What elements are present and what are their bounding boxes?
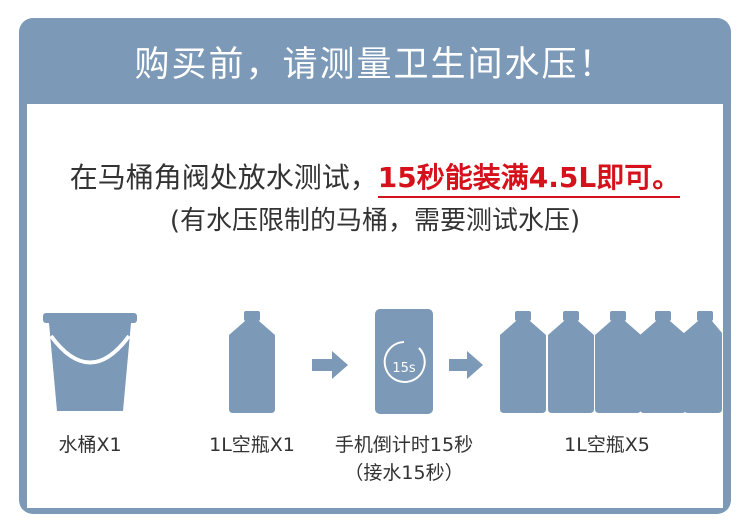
bottle-icon [595,311,641,413]
instruction-note: (有水压限制的马桶，需要测试水压) [169,206,581,236]
instruction-line: 在马桶角阀处放水测试，15秒能装满4.5L即可。 [27,156,723,198]
bottles-label: 1L空瓶X5 [564,434,650,456]
instruction-text: 在马桶角阀处放水测试， [69,161,378,194]
bucket-label: 水桶X1 [58,434,122,456]
bottle-icon [500,311,546,413]
arrow-right-icon [312,351,348,379]
bottle-group [500,311,722,413]
bottle-icon [684,311,722,413]
header-banner: 购买前，请测量卫生间水压！ [19,18,731,104]
info-card: 购买前，请测量卫生间水压！ 在马桶角阀处放水测试，15秒能装满4.5L即可。 (… [19,18,731,514]
instruction-highlight: 15秒能装满4.5L即可。 [377,161,681,198]
bottle-label: 1L空瓶X1 [209,434,295,456]
timer-sublabel: （接水15秒） [344,462,464,484]
content-panel: 在马桶角阀处放水测试，15秒能装满4.5L即可。 (有水压限制的马桶，需要测试水… [27,104,723,508]
header-title: 购买前，请测量卫生间水压！ [134,44,616,85]
illustration: 15s [43,309,722,414]
bucket-icon [43,313,137,411]
phone-timer-icon: 15s [375,309,433,414]
timer-label: 手机倒计时15秒 [334,434,474,456]
bottle-icon [548,311,594,413]
bottle-icon [640,311,686,413]
timer-screen-text: 15s [392,361,416,376]
arrow-right-icon [449,351,483,379]
bottle-icon [229,311,275,413]
